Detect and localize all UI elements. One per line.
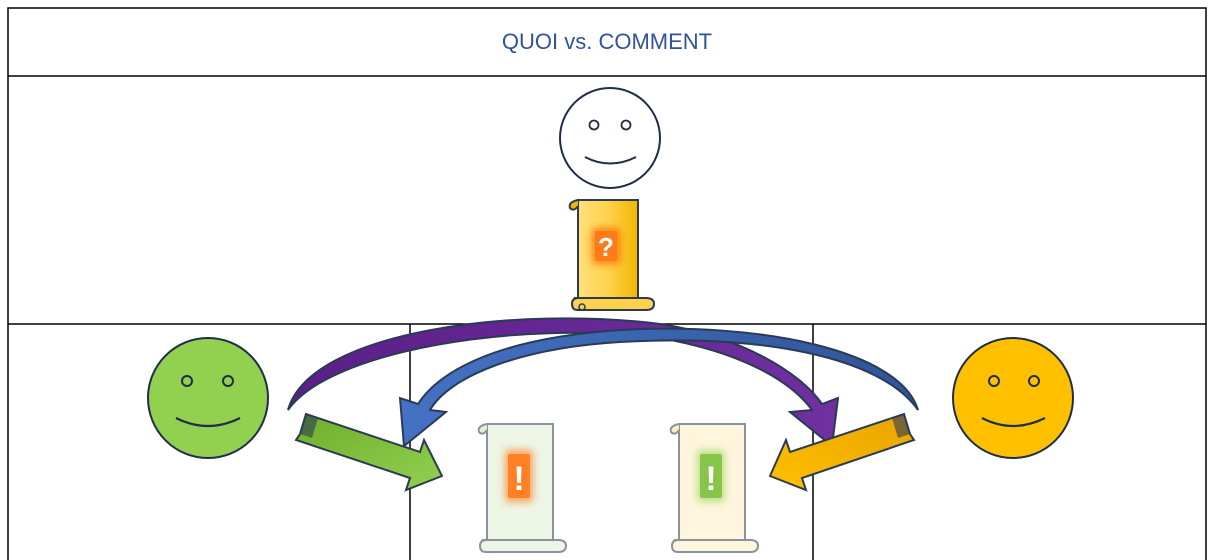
question-scroll-icon: ? [568,199,656,311]
exclaim-mark-right: ! [705,460,716,498]
exclaim-mark-left: ! [513,460,524,498]
blue-arrow [398,327,919,448]
top-smiley-icon [559,87,661,189]
orange-exclaim: ! [505,450,533,502]
green-exclaim: ! [697,450,725,502]
page-title: QUOI vs. COMMENT [501,29,713,54]
question-mark: ? [598,232,614,262]
right-smiley-icon [952,337,1074,459]
left-smiley-icon [147,337,269,459]
green-arrow [294,412,444,492]
yellow-arrow [768,412,916,492]
